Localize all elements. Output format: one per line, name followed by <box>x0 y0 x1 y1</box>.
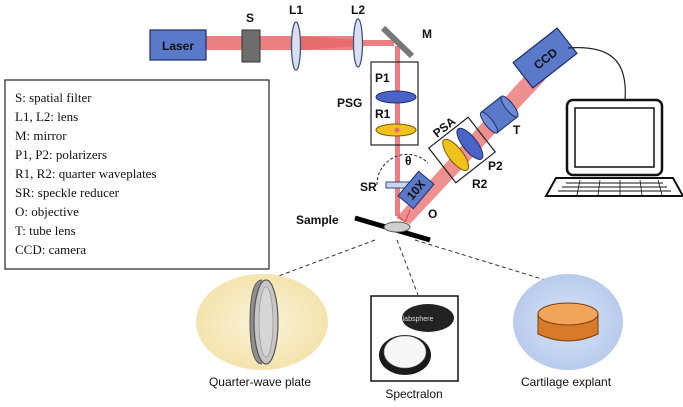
legend-box <box>4 79 270 270</box>
beam-spot-r1 <box>394 127 400 133</box>
laptop-computer <box>544 98 683 197</box>
camera-cable <box>567 47 626 101</box>
r1-label: R1 <box>375 107 391 121</box>
polarizer-p2 <box>456 127 484 160</box>
p1-label: P1 <box>375 71 390 85</box>
legend-item: S: spatial filter <box>15 90 92 105</box>
r2-label: R2 <box>472 177 488 191</box>
lens-l1-label: L1 <box>289 3 303 17</box>
converging-beam <box>300 36 358 50</box>
lens-l1 <box>290 21 302 71</box>
mirror-label: M <box>422 27 432 41</box>
lens-l2 <box>352 18 364 68</box>
focus-ray-1 <box>397 215 406 223</box>
theta-label: θ <box>405 154 412 168</box>
cartilage-caption: Cartilage explant <box>521 375 612 389</box>
legend-item: CCD: camera <box>15 242 86 257</box>
tube-lens <box>479 95 519 134</box>
lens-l2-label: L2 <box>351 3 365 17</box>
waveplate-r2 <box>442 138 470 172</box>
cartilage-image <box>537 302 599 342</box>
p2-label: P2 <box>488 159 503 173</box>
spatial-filter-label: S <box>246 11 254 25</box>
spectralon-caption: Spectralon <box>385 387 442 401</box>
spectralon-cap-text: labsphere <box>403 316 434 323</box>
theta-arc <box>376 153 429 186</box>
sr-label: SR <box>360 180 377 194</box>
legend-item: M: mirror <box>15 128 67 143</box>
objective-label: O <box>428 207 437 221</box>
legend-item: SR: speckle reducer <box>15 185 120 200</box>
focus-ray-2 <box>404 209 411 223</box>
pointer-line-right <box>414 239 556 284</box>
polarizer-p1 <box>375 90 417 104</box>
laser-label: Laser <box>162 39 194 53</box>
beam-after-l2 <box>358 40 394 46</box>
psa-box <box>427 116 497 184</box>
mirror <box>380 25 415 59</box>
legend-item: R1, R2: quarter waveplates <box>15 166 157 181</box>
ccd-camera: CCD <box>512 27 578 89</box>
spectralon-image: labsphere <box>379 304 454 375</box>
quarter-wave-plate-caption: Quarter-wave plate <box>209 375 311 389</box>
psg-box <box>370 61 419 146</box>
pointer-line-center <box>396 239 419 296</box>
sample-on-stage <box>383 221 411 233</box>
laser-source <box>149 29 207 61</box>
psg-label: PSG <box>337 96 362 110</box>
legend-item: O: objective <box>15 204 79 219</box>
legend-item: L1, L2: lens <box>15 109 78 124</box>
quarter-wave-plate-image <box>249 279 279 365</box>
legend-item: T: tube lens <box>15 223 76 238</box>
tube-lens-label: T <box>513 123 521 137</box>
spatial-filter <box>241 29 261 63</box>
legend-item: P1, P2: polarizers <box>15 147 107 162</box>
sample-label: Sample <box>296 213 339 227</box>
